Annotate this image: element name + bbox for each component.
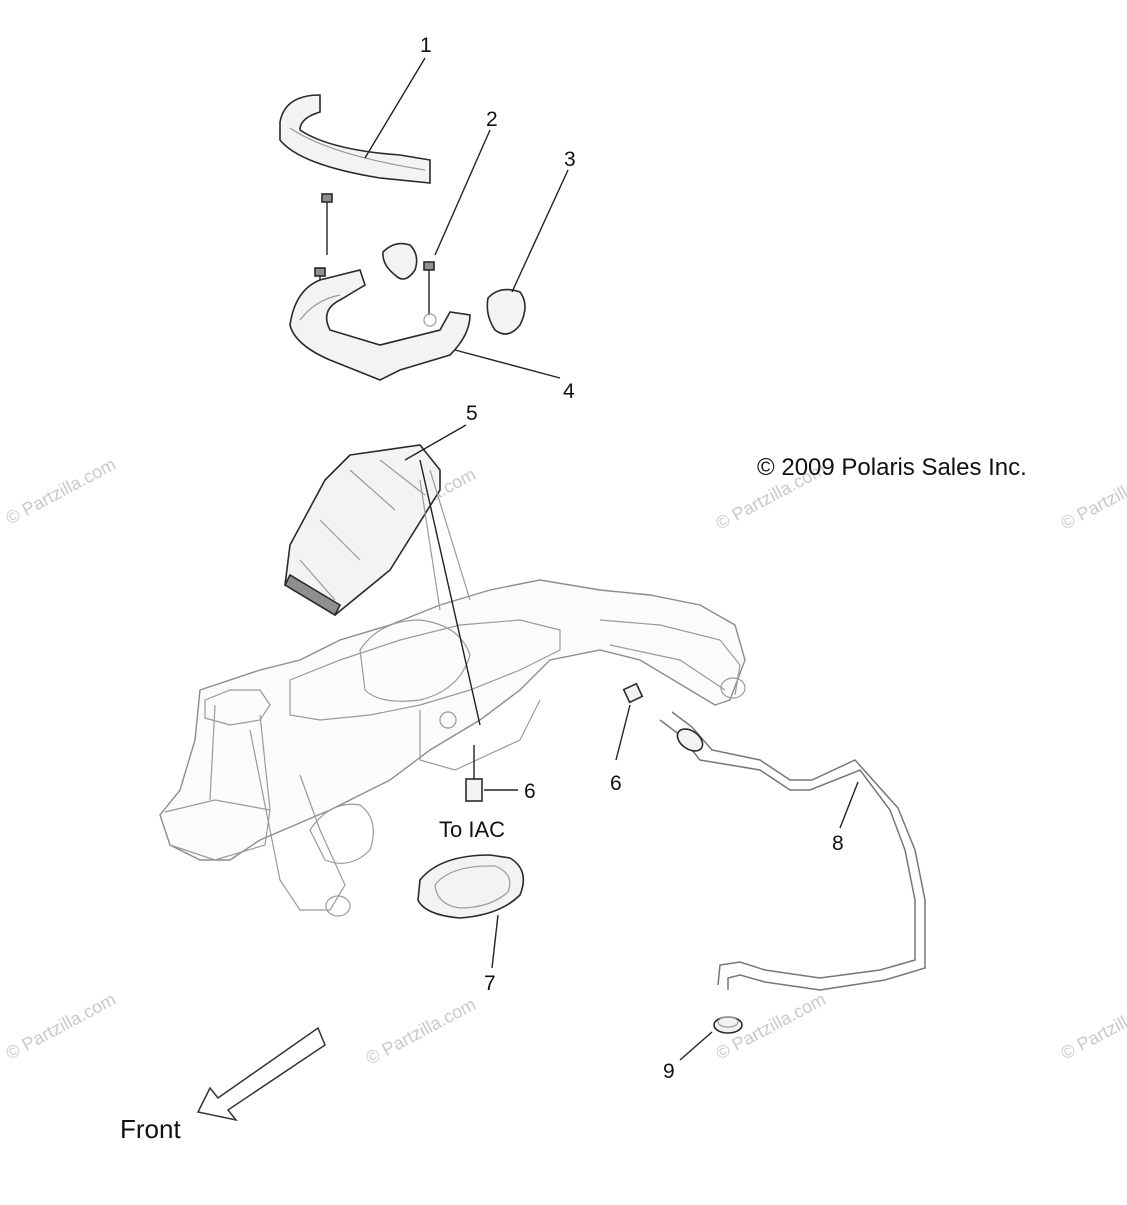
callouts: 1 2 3 4 5 6 6 7 8 9 [420, 34, 844, 1083]
front-arrow-icon [196, 1026, 326, 1122]
clamp-loops [382, 242, 526, 335]
cap-part [713, 1016, 743, 1034]
bracket-part [289, 269, 471, 381]
callout-3: 3 [564, 148, 576, 171]
copyright-text: © 2009 Polaris Sales Inc. [757, 454, 1027, 481]
hose-part [659, 711, 926, 991]
frame-assembly [159, 579, 746, 917]
callout-9: 9 [663, 1060, 675, 1083]
watermark: © Partzilla.com [1057, 989, 1127, 1064]
to-iac-label: To IAC [439, 817, 505, 842]
grommet-part [417, 854, 525, 919]
callout-1: 1 [420, 34, 432, 57]
callout-8: 8 [832, 832, 844, 855]
front-label: Front [120, 1114, 181, 1144]
callout-4: 4 [563, 380, 575, 403]
callout-7: 7 [484, 972, 496, 995]
watermark: © Partzilla.com [2, 989, 118, 1064]
airbox-part [283, 444, 471, 617]
leader-lines [364, 57, 859, 1061]
strap-part [279, 94, 431, 184]
watermark: © Partzilla.com [362, 994, 478, 1069]
watermark: © Partzilla.com [1057, 459, 1127, 534]
watermark: © Partzilla.com [2, 454, 118, 529]
callout-6b: 6 [524, 780, 536, 803]
fittings [465, 682, 644, 802]
watermarks: © Partzilla.com © Partzilla.com © Partzi… [2, 454, 1127, 1069]
callout-2: 2 [486, 108, 498, 131]
callout-6a: 6 [610, 772, 622, 795]
callout-5: 5 [466, 402, 478, 425]
